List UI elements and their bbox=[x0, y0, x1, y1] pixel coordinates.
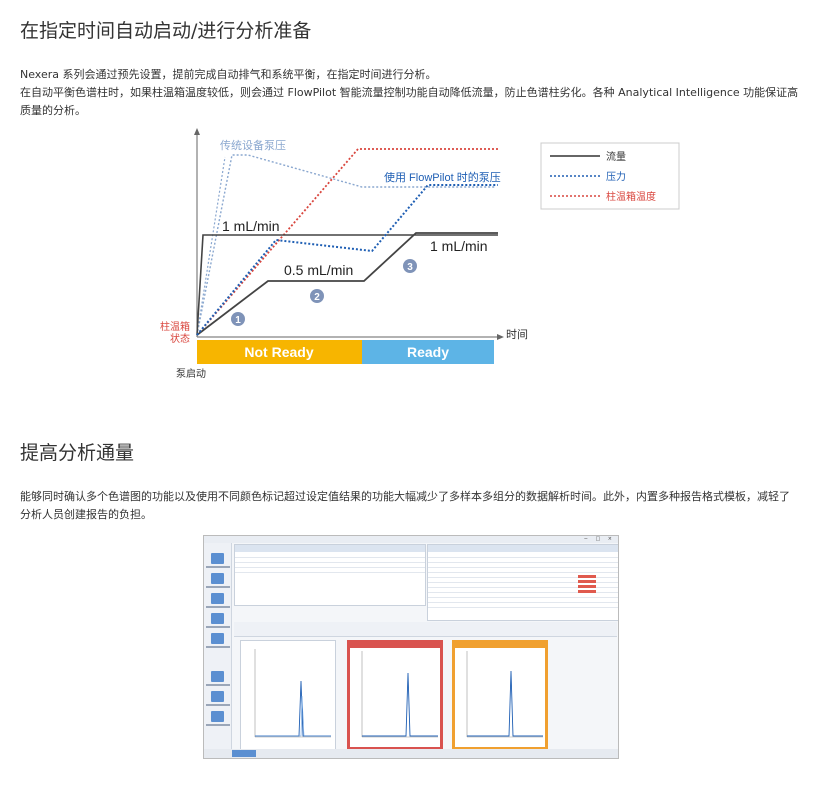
chromatogram-toolbar bbox=[234, 622, 617, 637]
tool-icon bbox=[211, 573, 224, 584]
chromatogram-panel-normal bbox=[240, 640, 336, 750]
conventional-pressure-line-2 bbox=[196, 156, 226, 336]
chromatogram-trace bbox=[361, 651, 438, 738]
tool-label bbox=[206, 704, 230, 706]
chromatogram-trace bbox=[254, 649, 331, 738]
tool-icon bbox=[211, 691, 224, 702]
table-row bbox=[428, 577, 618, 578]
tool-label bbox=[206, 684, 230, 686]
panel-header-orange bbox=[455, 643, 545, 648]
status-ready-label: Ready bbox=[407, 344, 449, 360]
table-row bbox=[235, 572, 425, 573]
step-badge-2-label: 2 bbox=[314, 292, 320, 303]
table-row bbox=[235, 567, 425, 568]
table-row bbox=[428, 557, 618, 558]
flow-conventional-line bbox=[196, 234, 498, 336]
tool-label bbox=[206, 566, 230, 568]
step-badge-2 bbox=[310, 289, 324, 303]
flowpilot-diagram: 传统设备泵压 使用 FlowPilot 时的泵压 1 mL/min 0.5 mL… bbox=[160, 128, 680, 380]
tool-icon bbox=[211, 671, 224, 682]
flow-flowpilot-line bbox=[196, 232, 498, 336]
table-row bbox=[428, 607, 618, 608]
status-not-ready-label: Not Ready bbox=[244, 344, 313, 360]
tool-label bbox=[206, 646, 230, 648]
screenshot-active-tab bbox=[232, 750, 256, 757]
axis-time-label: 时间 bbox=[506, 328, 528, 341]
sample-table bbox=[234, 544, 426, 606]
screenshot-statusbar bbox=[204, 749, 618, 758]
axis-state-label-1: 柱温箱 bbox=[160, 320, 190, 333]
screenshot-window-buttons: − □ × bbox=[583, 536, 615, 542]
section-title-throughput: 提高分析通量 bbox=[20, 442, 135, 464]
throughput-paragraph: 能够同时确认多个色谱图的功能以及使用不同颜色标记超过设定值结果的功能大幅减少了多… bbox=[20, 488, 800, 524]
x-axis-arrow bbox=[497, 334, 504, 340]
step-badge-1-label: 1 bbox=[235, 315, 241, 326]
table-header bbox=[235, 545, 425, 552]
legend-pressure-label: 压力 bbox=[606, 170, 626, 183]
pump-start-label: 泵启动 bbox=[176, 367, 206, 380]
screenshot-titlebar bbox=[204, 536, 618, 543]
table-row bbox=[428, 582, 618, 583]
tool-label bbox=[206, 626, 230, 628]
panel-header-red bbox=[350, 643, 440, 648]
highlight-cell bbox=[578, 590, 596, 593]
software-screenshot: − □ × bbox=[203, 535, 619, 759]
table-row bbox=[428, 602, 618, 603]
legend-temp-label: 柱温箱温度 bbox=[606, 190, 656, 203]
intro-line-1: Nexera 系列会通过预先设置，提前完成自动排气和系统平衡，在指定时间进行分析… bbox=[20, 68, 437, 81]
axis-state-label-2: 状态 bbox=[170, 332, 190, 345]
table-row bbox=[428, 592, 618, 593]
tool-icon bbox=[211, 593, 224, 604]
step-badge-3 bbox=[403, 259, 417, 273]
tool-label bbox=[206, 606, 230, 608]
table-row bbox=[428, 572, 618, 573]
screenshot-toolbar bbox=[204, 543, 232, 758]
table-row bbox=[428, 567, 618, 568]
tool-icon bbox=[211, 553, 224, 564]
chromatogram-trace bbox=[466, 651, 543, 738]
highlight-cell bbox=[578, 575, 596, 578]
chromatogram-panel-red bbox=[347, 640, 443, 750]
table-header bbox=[428, 545, 618, 552]
label-conventional-pressure: 传统设备泵压 bbox=[220, 138, 286, 152]
table-row bbox=[428, 562, 618, 563]
tool-label bbox=[206, 724, 230, 726]
table-row bbox=[235, 562, 425, 563]
tool-icon bbox=[211, 613, 224, 624]
highlight-cell bbox=[578, 580, 596, 583]
label-flow-05: 0.5 mL/min bbox=[284, 262, 353, 278]
flowpilot-pressure-line bbox=[196, 184, 498, 336]
step-badge-1 bbox=[231, 312, 245, 326]
y-axis-arrow bbox=[194, 128, 200, 135]
section-intro-paragraph: Nexera 系列会通过预先设置，提前完成自动排气和系统平衡，在指定时间进行分析… bbox=[20, 66, 800, 120]
section-title-auto-start: 在指定时间自动启动/进行分析准备 bbox=[20, 20, 312, 42]
label-flowpilot-pressure: 使用 FlowPilot 时的泵压 bbox=[384, 170, 501, 184]
tool-label bbox=[206, 586, 230, 588]
label-flow-1a: 1 mL/min bbox=[222, 218, 280, 234]
intro-line-2: 在自动平衡色谱柱时，如果柱温箱温度较低，则会通过 FlowPilot 智能流量控… bbox=[20, 86, 799, 117]
table-row bbox=[235, 557, 425, 558]
tool-icon bbox=[211, 633, 224, 644]
status-ready-bar bbox=[362, 340, 494, 364]
throughput-text: 能够同时确认多个色谱图的功能以及使用不同颜色标记超过设定值结果的功能大幅减少了多… bbox=[20, 490, 790, 521]
step-badge-3-label: 3 bbox=[407, 262, 413, 273]
result-table bbox=[427, 544, 618, 621]
legend-flow-label: 流量 bbox=[606, 150, 626, 163]
highlight-cell bbox=[578, 585, 596, 588]
label-flow-1b: 1 mL/min bbox=[430, 238, 488, 254]
table-row bbox=[428, 597, 618, 598]
chromatogram-panel-orange bbox=[452, 640, 548, 750]
tool-icon bbox=[211, 711, 224, 722]
table-row bbox=[428, 587, 618, 588]
status-not-ready-bar bbox=[197, 340, 362, 364]
